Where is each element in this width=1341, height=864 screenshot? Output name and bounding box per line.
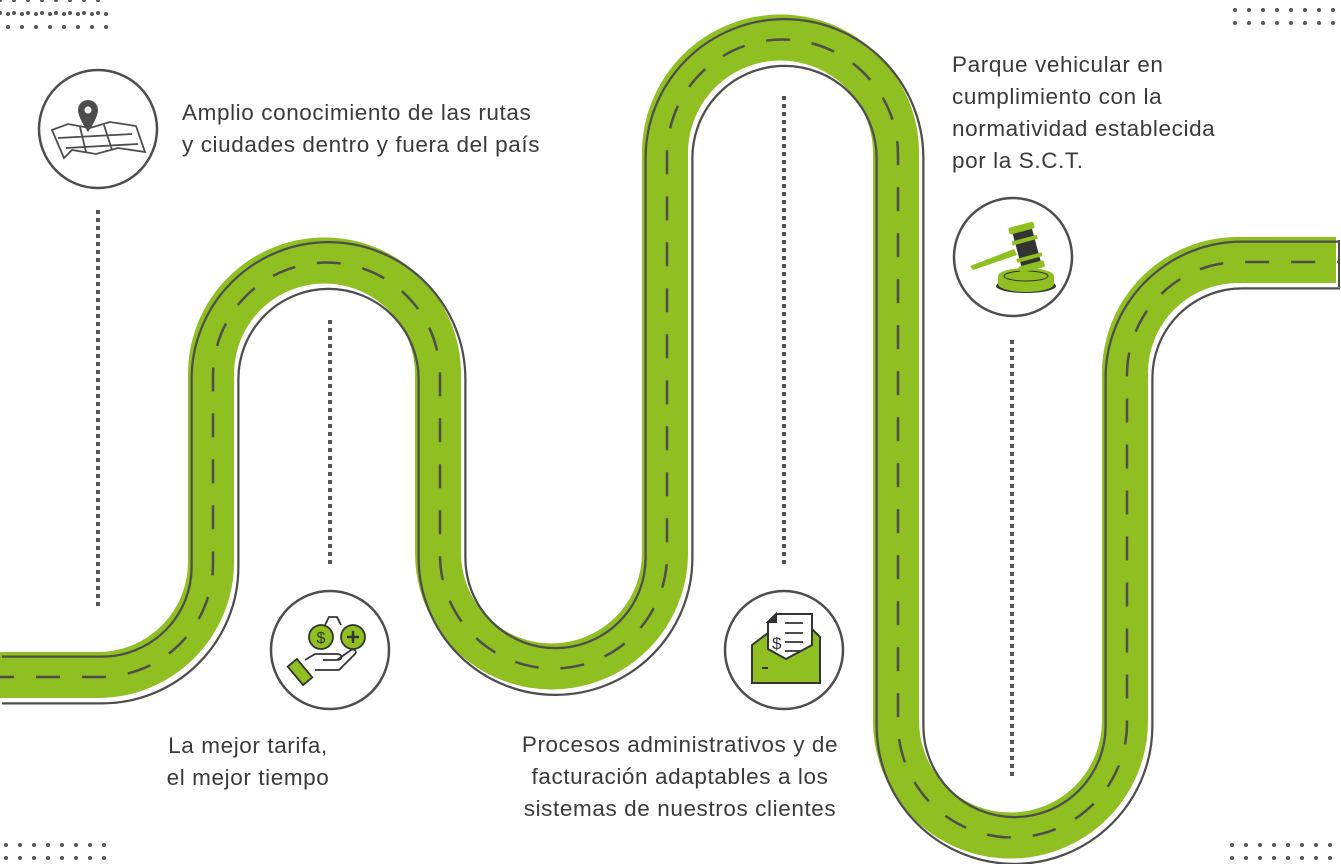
money-icon-circle bbox=[269, 589, 391, 711]
gavel-icon bbox=[970, 221, 1056, 293]
text-line: Amplio conocimiento de las rutas bbox=[182, 100, 532, 125]
gavel-icon-circle bbox=[952, 196, 1074, 318]
text-line: cumplimiento con la bbox=[952, 84, 1163, 109]
milestone-fleet-text: Parque vehicular en cumplimiento con la … bbox=[952, 49, 1215, 177]
text-line: sistemas de nuestros clientes bbox=[523, 796, 837, 821]
svg-text:$: $ bbox=[772, 634, 782, 653]
dotted-connectors bbox=[96, 96, 1014, 778]
money-hand-icon: $ bbox=[286, 616, 366, 687]
text-line: por la S.C.T. bbox=[952, 148, 1084, 173]
svg-text:$: $ bbox=[317, 630, 326, 647]
road-outline bbox=[2, 3, 1341, 864]
text-line: Parque vehicular en bbox=[952, 52, 1164, 77]
text-line: La mejor tarifa, bbox=[168, 733, 328, 758]
map-pin-icon bbox=[50, 100, 147, 160]
text-line: y ciudades dentro y fuera del país bbox=[182, 132, 541, 157]
milestone-routes-text: Amplio conocimiento de las rutas y ciuda… bbox=[182, 97, 540, 161]
milestone-admin-text: Procesos administrativos y de facturació… bbox=[470, 729, 890, 825]
text-line: facturación adaptables a los bbox=[531, 764, 829, 789]
invoice-envelope-icon: $ bbox=[751, 611, 821, 684]
text-line: normatividad establecida bbox=[952, 116, 1216, 141]
milestone-rates-text: La mejor tarifa, el mejor tiempo bbox=[118, 730, 378, 794]
text-line: el mejor tiempo bbox=[166, 765, 330, 790]
text-line: Procesos administrativos y de bbox=[521, 732, 839, 757]
